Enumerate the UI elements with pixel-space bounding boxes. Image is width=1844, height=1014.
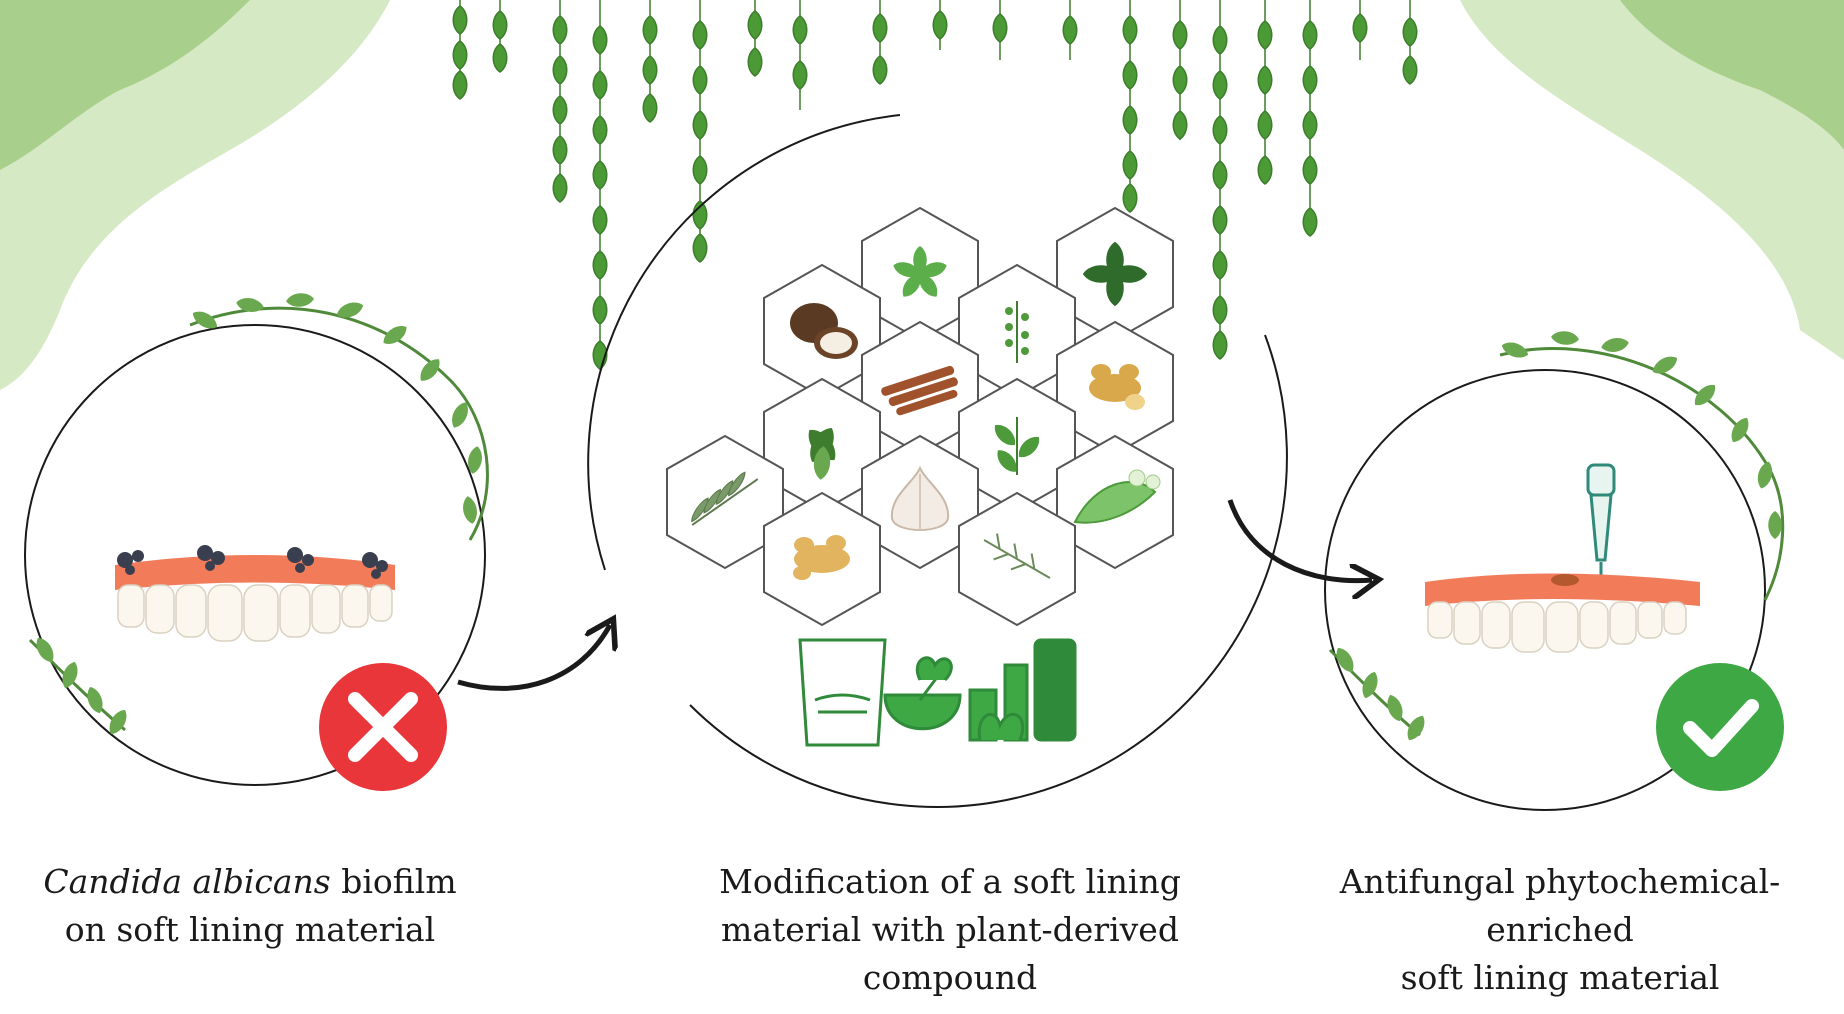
middle-panel xyxy=(587,114,1288,808)
caption-middle-line2: material with plant-derived xyxy=(721,910,1179,949)
caption-right-line1: Antifungal phytochemical-enriched xyxy=(1339,862,1781,949)
left-wreath xyxy=(28,292,489,738)
caption-left-rest: biofilm xyxy=(330,862,457,901)
middle-circle xyxy=(587,114,901,571)
right-wreath xyxy=(1328,330,1785,744)
caption-left-line1: Candida albicans biofilm xyxy=(20,858,480,906)
caption-right-line2: soft lining material xyxy=(1400,958,1720,997)
checkmark-icon xyxy=(1656,663,1784,791)
corner-foliage-left xyxy=(0,0,390,390)
caption-middle-line1: Modification of a soft lining xyxy=(719,862,1181,901)
arrow-middle-to-right xyxy=(1227,499,1372,581)
dropper-icon xyxy=(1586,463,1616,578)
right-panel xyxy=(1324,330,1785,811)
denture-with-biofilm xyxy=(115,545,395,642)
enriched-denture xyxy=(1425,573,1700,653)
left-panel xyxy=(24,292,489,791)
left-circle xyxy=(24,324,486,786)
corner-foliage-right xyxy=(1460,0,1844,360)
caption-left-italic: Candida albicans xyxy=(43,862,331,901)
extract-products-icon xyxy=(798,638,1077,747)
caption-right: Antifungal phytochemical-enriched soft l… xyxy=(1280,858,1840,1002)
caption-middle: Modification of a soft lining material w… xyxy=(700,858,1200,1002)
right-circle xyxy=(1324,369,1766,811)
arrow-left-to-middle xyxy=(457,625,610,691)
caption-left-line2: on soft lining material xyxy=(64,910,436,949)
caption-middle-line3: compound xyxy=(862,958,1038,997)
plant-illustrations xyxy=(688,241,1161,580)
hanging-vines xyxy=(452,0,1418,370)
biofilm-clusters xyxy=(117,545,388,579)
cross-icon xyxy=(319,663,447,791)
caption-left: Candida albicans biofilm on soft lining … xyxy=(20,858,480,954)
